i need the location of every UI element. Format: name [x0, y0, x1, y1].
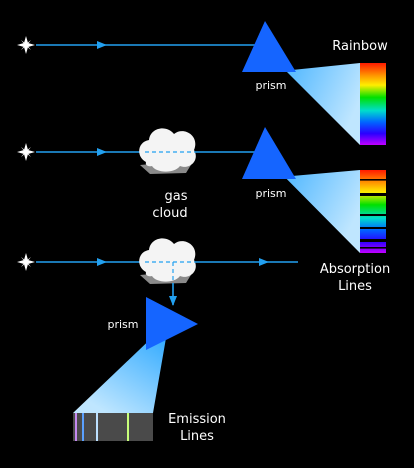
arrowhead-icon: [169, 296, 177, 306]
emission-label-line2: Lines: [180, 429, 214, 444]
prism: [146, 297, 198, 350]
gas-cloud-label-line2: cloud: [152, 206, 187, 221]
absorption-spectrum: [360, 170, 386, 253]
arrowhead-icon: [259, 258, 269, 266]
prism-label-mid: prism: [255, 187, 286, 200]
cloud-icon: [139, 128, 196, 174]
absorption-label-line2: Lines: [338, 279, 372, 294]
rainbow-label: Rainbow: [332, 39, 388, 54]
emission-label-line1: Emission: [168, 412, 226, 427]
arrowhead-icon: [97, 258, 107, 266]
dispersed-beam: [73, 315, 170, 413]
gas-cloud-label-line1: gas: [165, 189, 188, 204]
prism: [242, 127, 296, 179]
cloud-icon: [139, 238, 196, 284]
prism-label-bottom: prism: [107, 318, 138, 331]
row-absorption: gas cloud prism: [17, 127, 386, 253]
star-burst-icon: [17, 143, 35, 161]
emission-spectrum: [73, 413, 153, 441]
absorption-label-line1: Absorption: [320, 262, 390, 277]
row-continuous: Rainbow prism: [17, 21, 388, 145]
rainbow-spectrum: [360, 63, 386, 145]
star-burst-icon: [17, 253, 35, 271]
arrowhead-icon: [97, 148, 107, 156]
row-emission: prism Absorption Lines Emission Lines: [17, 238, 390, 444]
prism: [242, 21, 296, 72]
star-burst-icon: [17, 36, 35, 54]
prism-label-top: prism: [255, 79, 286, 92]
arrowhead-icon: [97, 41, 107, 49]
